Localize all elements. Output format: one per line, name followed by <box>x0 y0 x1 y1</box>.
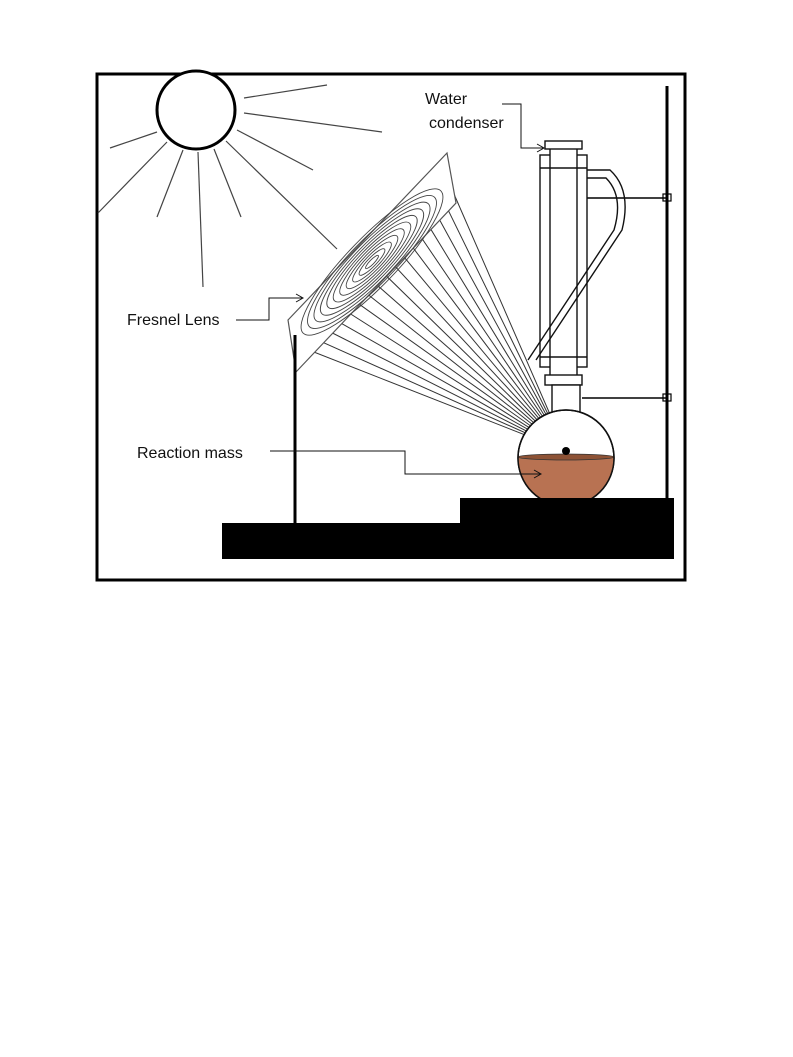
water-condenser <box>527 140 626 386</box>
focused-ray <box>305 334 567 452</box>
focused-ray <box>408 219 567 452</box>
focal-point <box>562 447 570 455</box>
sun-ray <box>243 112 383 133</box>
lens-ring <box>352 241 392 283</box>
raised-base-block <box>460 498 674 528</box>
focused-rays <box>295 177 567 452</box>
sun-ray <box>236 129 314 171</box>
lens-ring <box>313 201 431 323</box>
label-reaction-mass: Reaction mass <box>137 445 243 462</box>
lens-ring <box>326 214 418 310</box>
focused-ray <box>333 302 567 452</box>
condenser-joint <box>544 374 583 386</box>
lens-ring <box>339 228 405 296</box>
sun-ray <box>213 148 242 218</box>
focused-ray <box>427 198 567 452</box>
arrowhead <box>533 469 543 479</box>
sun-ray <box>243 84 328 99</box>
lower-clamp-knob <box>662 393 672 402</box>
label-fresnel-lens: Fresnel Lens <box>127 312 220 329</box>
lens-ring <box>345 234 399 290</box>
lens-ring <box>332 221 412 303</box>
sun-ray <box>225 140 338 250</box>
focused-ray <box>371 261 567 452</box>
lens-rings <box>300 188 444 336</box>
condenser-top-lip <box>544 140 583 150</box>
sun-ray <box>156 149 184 218</box>
label-leaders <box>236 103 543 475</box>
retort-stand <box>582 86 672 500</box>
label-water: Water <box>425 91 468 108</box>
lens-ring <box>319 208 425 316</box>
focused-ray <box>342 292 567 452</box>
water-condenser-leader <box>502 103 543 149</box>
fresnel-lens <box>287 151 457 374</box>
sun <box>97 69 383 288</box>
reaction-mass-leader <box>270 450 540 475</box>
sun-ray <box>97 141 168 214</box>
focused-ray <box>314 323 567 452</box>
focused-ray <box>437 188 567 452</box>
lens-ring <box>307 195 437 329</box>
condenser-inner-tube <box>549 144 578 381</box>
base-platform <box>222 498 674 559</box>
focused-ray <box>418 209 567 452</box>
leader-arrowheads <box>295 143 546 479</box>
focused-ray <box>446 177 567 452</box>
lens-ring <box>365 254 379 270</box>
condenser-tubing <box>535 169 626 361</box>
focused-ray <box>389 240 567 452</box>
lower-base-block <box>222 523 674 559</box>
sun-disc <box>155 69 237 151</box>
upper-clamp-knob <box>662 193 672 202</box>
condenser-tubing-inner <box>527 177 619 361</box>
focused-ray <box>361 271 567 452</box>
label-condenser: condenser <box>429 115 504 132</box>
focused-ray <box>352 281 567 452</box>
lens-ring <box>300 188 444 336</box>
focused-ray <box>380 250 567 452</box>
focused-ray <box>295 344 567 452</box>
arrowhead <box>295 293 305 303</box>
lens-plate <box>287 151 457 374</box>
lens-ring <box>358 248 386 276</box>
arrowhead <box>536 143 546 153</box>
focused-ray <box>324 313 567 452</box>
sun-ray <box>109 131 158 149</box>
fresnel-lens-leader <box>236 297 302 321</box>
sun-ray <box>197 151 204 288</box>
focused-ray <box>399 229 567 452</box>
